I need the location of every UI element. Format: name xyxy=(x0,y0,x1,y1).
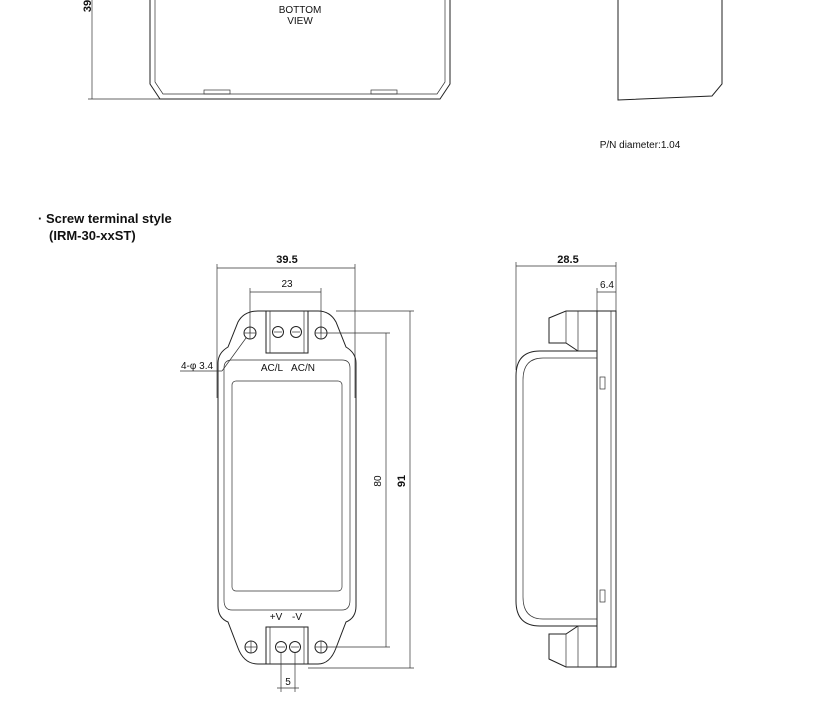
side-terminal-bottom xyxy=(548,625,598,668)
dim-39-5-label: 39.5 xyxy=(276,254,297,266)
front-body-inner xyxy=(223,359,351,611)
terminal-screw-ac-n xyxy=(290,326,302,338)
bottom-view-outline xyxy=(149,0,451,100)
side-slot-bottom xyxy=(599,589,606,603)
dim-28-5-label: 28.5 xyxy=(557,254,578,266)
terminal-screw-ac-l xyxy=(272,326,284,338)
dim-80-label: 80 xyxy=(373,475,384,487)
bottom-view-label-line2: VIEW xyxy=(287,16,313,27)
dim-91-label: 91 xyxy=(396,475,408,487)
front-body-outline xyxy=(217,310,357,665)
side-view: 28.5 6.4 xyxy=(515,254,617,668)
dim-6-4-label: 6.4 xyxy=(600,280,614,291)
dim-23-label: 23 xyxy=(281,279,293,290)
side-partial-outline xyxy=(617,0,723,101)
front-label-window xyxy=(231,380,343,592)
side-case-inner xyxy=(522,357,597,620)
side-terminal-top xyxy=(548,310,598,352)
side-case-outline xyxy=(515,350,597,627)
dim-39-label: 39 xyxy=(82,0,94,12)
front-view: 39.5 23 4-φ 3.4 AC/L AC/N xyxy=(180,254,414,692)
terminal-screw-plus-v xyxy=(275,641,287,653)
bottom-view-inner xyxy=(154,0,446,95)
pin-diameter-note: P/N diameter:1.04 xyxy=(600,140,681,151)
hole-spec-label: 4-φ 3.4 xyxy=(181,361,213,372)
plus-v-label: +V xyxy=(270,612,283,623)
dim-5-label: 5 xyxy=(285,677,291,688)
terminal-screw-minus-v xyxy=(289,641,301,653)
bottom-terminal-block xyxy=(265,626,309,665)
hole-leader xyxy=(221,337,247,372)
minus-v-label: -V xyxy=(292,612,302,623)
section-subtitle: (IRM-30-xxST) xyxy=(49,228,136,243)
side-slot-top xyxy=(599,376,606,390)
bottom-view-tab-right xyxy=(370,89,398,95)
section-title: · Screw terminal style xyxy=(38,211,172,226)
bottom-view-label-line1: BOTTOM xyxy=(279,5,322,16)
side-base-plate xyxy=(596,310,617,668)
top-terminal-block xyxy=(265,310,309,354)
ac-l-label: AC/L xyxy=(261,363,284,374)
bottom-view-tab-left xyxy=(203,89,231,95)
top-partial-views: 39 BOTTOM VIEW P/N diameter:1.04 xyxy=(82,0,723,151)
ac-n-label: AC/N xyxy=(291,363,315,374)
